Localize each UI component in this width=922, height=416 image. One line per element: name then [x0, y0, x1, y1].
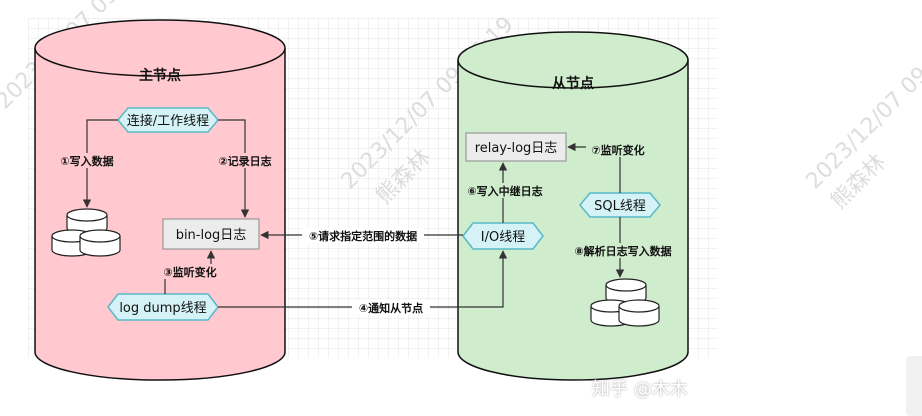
sql-thread-node: SQL线程 [579, 192, 661, 218]
watermark-right: 2023/12/07 09:56:19 熊森林 [802, 12, 922, 214]
database-stack-icon [590, 278, 660, 327]
step-8-label: ⑧解析日志写入数据 [574, 244, 671, 258]
sql-thread-label: SQL线程 [594, 199, 646, 214]
step-5-label: ⑤请求指定范围的数据 [309, 229, 417, 243]
io-thread-node: I/O线程 [462, 222, 544, 250]
step-4-label: ④通知从节点 [359, 301, 423, 315]
database-stack-icon [51, 208, 121, 257]
arrow-record-log [218, 119, 250, 218]
slave-title: 从节点 [552, 75, 594, 92]
dump-thread-node: log dump线程 [107, 293, 219, 321]
arrow-notify-slave [218, 250, 508, 308]
relaylog-node: relay-log日志 [465, 132, 567, 162]
step-1-label: ①写入数据 [60, 154, 113, 168]
binlog-label: bin-log日志 [176, 228, 247, 243]
master-title: 主节点 [139, 67, 181, 84]
side-edge-tab [906, 356, 922, 416]
relaylog-label: relay-log日志 [475, 141, 558, 156]
io-thread-label: I/O线程 [481, 230, 525, 245]
step-6-label: ⑥写入中继日志 [467, 184, 542, 198]
dump-thread-label: log dump线程 [119, 301, 206, 316]
step-3-label: ③监听变化 [163, 265, 216, 279]
step-2-label: ②记录日志 [218, 154, 271, 168]
arrow-write-data [82, 119, 118, 208]
zhihu-credit: 知乎 @木木 [592, 379, 688, 400]
binlog-node: bin-log日志 [162, 218, 260, 250]
step-7-label: ⑦监听变化 [591, 143, 644, 157]
conn-thread-label: 连接/工作线程 [127, 113, 209, 129]
conn-thread-node: 连接/工作线程 [117, 107, 219, 133]
master-node-cylinder [34, 19, 286, 381]
